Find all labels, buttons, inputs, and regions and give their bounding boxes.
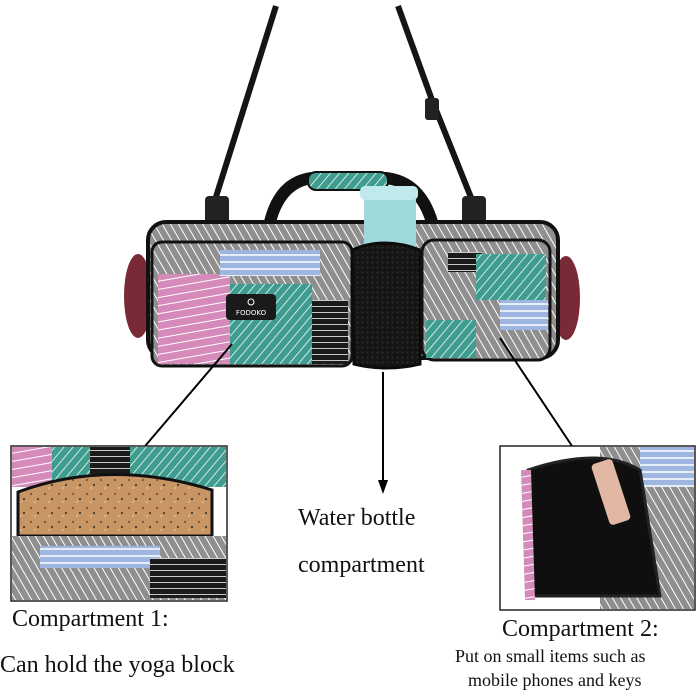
- compartment-2-description-line1: Put on small items such as: [455, 646, 646, 666]
- water-bottle: [364, 192, 416, 258]
- compartment-1-title: Compartment 1:: [12, 606, 169, 632]
- shoulder-strap: [205, 4, 486, 226]
- front-pocket-right: [420, 238, 552, 362]
- compartment-2-title: Compartment 2:: [502, 616, 659, 642]
- water-bottle-label-line1: Water bottle: [298, 505, 416, 531]
- inset-compartment-2: [499, 445, 696, 611]
- compartment-1-description: Can hold the yoga block: [0, 652, 235, 678]
- compartment-2-description-line2: mobile phones and keys: [468, 670, 642, 690]
- brand-logo-patch: [226, 294, 276, 320]
- callout-lines: [139, 337, 573, 494]
- mobile-phone: [591, 459, 631, 525]
- water-bottle-pocket: [350, 186, 422, 370]
- inset-compartment-1: [10, 445, 228, 602]
- brand-logo-text: FODOKO: [236, 309, 267, 317]
- yoga-block: [16, 473, 214, 538]
- water-bottle-label-line2: compartment: [298, 552, 425, 578]
- front-pocket-left: FODOKO: [150, 240, 354, 368]
